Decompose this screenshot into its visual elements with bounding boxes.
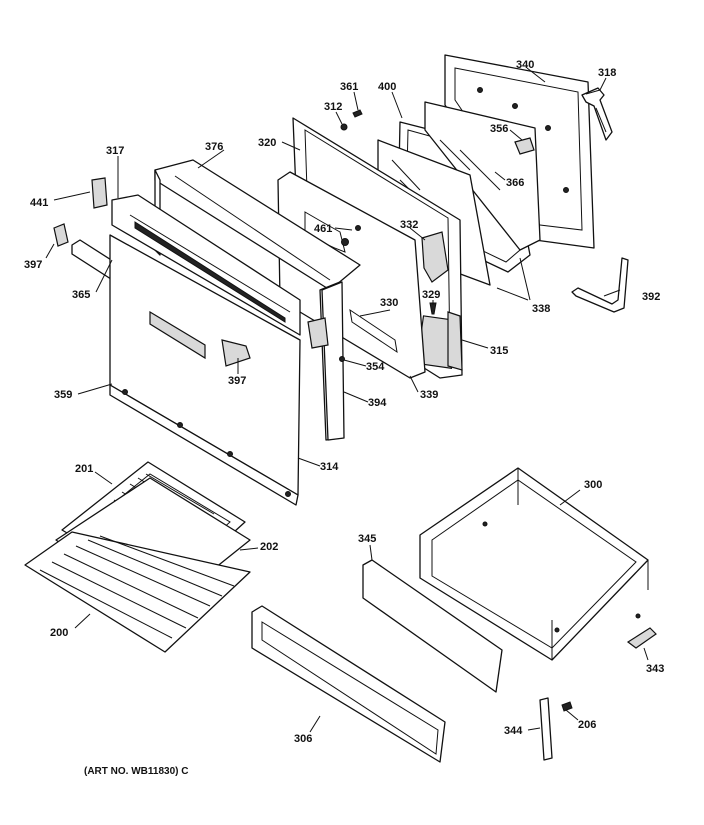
- part-200-oven-rack: [24, 531, 251, 653]
- callout-376: 376: [205, 141, 223, 153]
- callout-312: 312: [324, 101, 342, 113]
- part-332-baffle: [421, 231, 449, 283]
- callout-206: 206: [578, 719, 596, 731]
- callout-200: 200: [50, 627, 68, 639]
- part-306-drawer-front: [251, 605, 446, 763]
- part-354-screw: [339, 356, 345, 362]
- part-344-drawer-rail: [539, 697, 553, 761]
- callout-361: 361: [340, 81, 358, 93]
- callout-314: 314: [320, 461, 339, 473]
- leader-lines: [45, 67, 649, 733]
- part-366-door-glass: [424, 101, 541, 251]
- part-300-storage-drawer: [419, 467, 649, 661]
- callout-392: 392: [642, 291, 660, 303]
- part-361-screw: [352, 109, 363, 118]
- part-343-drawer-glide: [626, 613, 657, 649]
- callout-397-left: 397: [24, 259, 42, 271]
- callout-332: 332: [400, 219, 418, 231]
- callout-317: 317: [106, 145, 124, 157]
- callout-330: 330: [380, 297, 398, 309]
- part-318-bracket: [581, 87, 613, 141]
- callout-394: 394: [368, 397, 387, 409]
- part-329-hinge-screw: [429, 302, 437, 315]
- callout-315: 315: [490, 345, 508, 357]
- part-312-screw: [340, 123, 348, 131]
- callout-320: 320: [258, 137, 276, 149]
- part-397-left-hinge: [53, 223, 69, 247]
- part-461-screw: [355, 225, 361, 231]
- callout-365: 365: [72, 289, 90, 301]
- callout-318: 318: [598, 67, 616, 79]
- part-317-hinge-clip: [307, 317, 329, 349]
- callout-202: 202: [260, 541, 278, 553]
- callout-339: 339: [420, 389, 438, 401]
- callout-356: 356: [490, 123, 508, 135]
- part-394-side-channel: [321, 281, 345, 441]
- callout-labels: 340 318 361 400 312 356 320 376 317 366 …: [24, 59, 664, 745]
- callout-340: 340: [516, 59, 534, 71]
- callout-345: 345: [358, 533, 376, 545]
- callout-201: 201: [75, 463, 93, 475]
- part-441-hinge-receiver: [91, 177, 108, 209]
- callout-397-door: 397: [228, 375, 246, 387]
- callout-300: 300: [584, 479, 602, 491]
- callout-343: 343: [646, 663, 664, 675]
- part-392-side-trim: [571, 257, 629, 313]
- callout-329: 329: [422, 289, 440, 301]
- callout-354: 354: [366, 361, 385, 373]
- art-number-label: (ART NO. WB11830) C: [84, 766, 189, 777]
- part-345-drawer-back-panel: [362, 559, 503, 693]
- part-317-door-top-trim: [111, 194, 301, 336]
- part-359-outer-door: [109, 234, 301, 506]
- callout-461: 461: [314, 223, 332, 235]
- callout-441: 441: [30, 197, 48, 209]
- callout-400: 400: [378, 81, 396, 93]
- part-356-glass-clip: [514, 137, 535, 155]
- part-206-screw: [561, 701, 573, 712]
- callout-306: 306: [294, 733, 312, 745]
- callout-366: 366: [506, 177, 524, 189]
- part-315-door-hinge: [447, 311, 463, 371]
- callout-359: 359: [54, 389, 72, 401]
- callout-338: 338: [532, 303, 550, 315]
- callout-344: 344: [504, 725, 523, 737]
